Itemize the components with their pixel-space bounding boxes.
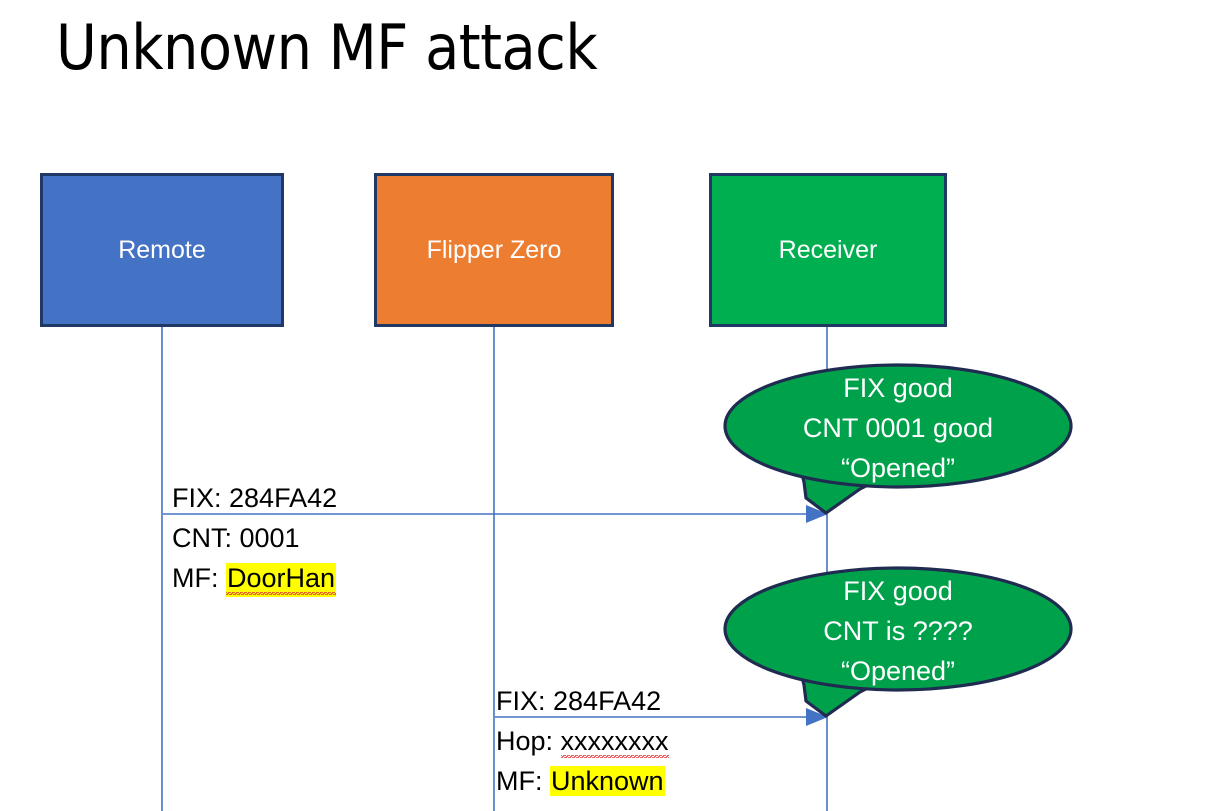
speech-bubble-1-body [723, 363, 1073, 489]
speech-bubble-2 [723, 566, 1073, 718]
message-1-line-2: CNT: 0001 [172, 518, 337, 558]
message-labels-flipper-to-receiver: FIX: 284FA42 Hop: xxxxxxxx MF: Unknown [496, 681, 669, 801]
actor-label-flipper: Flipper Zero [426, 236, 562, 264]
actor-label-receiver: Receiver [778, 236, 878, 264]
message-2-line-2-label: Hop: [496, 726, 561, 756]
message-1-line-3-label: MF: [172, 563, 226, 593]
message-1-line-1: FIX: 284FA42 [172, 478, 337, 518]
message-2-line-3: MF: Unknown [496, 761, 669, 801]
message-1-line-1-label: FIX: [172, 483, 230, 513]
message-1-line-2-value: 0001 [239, 523, 300, 553]
message-1-line-3-value: DoorHan [226, 563, 337, 597]
message-1-line-3: MF: DoorHan [172, 558, 337, 598]
message-2-line-1-label: FIX: [496, 686, 554, 716]
message-1-line-2-label: CNT: [172, 523, 240, 553]
message-1-line-1-value: 284FA42 [229, 483, 338, 513]
message-2-line-2-value: xxxxxxxx [560, 726, 669, 760]
message-2-line-3-label: MF: [496, 766, 550, 796]
message-2-line-2: Hop: xxxxxxxx [496, 721, 669, 761]
speech-bubble-1 [723, 363, 1073, 515]
actor-box-flipper[interactable]: Flipper Zero [374, 173, 614, 327]
actor-label-remote: Remote [118, 236, 206, 264]
message-2-line-1-value: 284FA42 [553, 686, 662, 716]
message-arrowhead-2 [806, 708, 828, 726]
message-2-line-3-value: Unknown [550, 766, 665, 796]
speech-bubble-2-body [723, 566, 1073, 692]
message-arrowhead-1 [806, 505, 828, 523]
actor-box-receiver[interactable]: Receiver [709, 173, 947, 327]
actor-box-remote[interactable]: Remote [40, 173, 284, 327]
message-labels-remote-to-receiver: FIX: 284FA42 CNT: 0001 MF: DoorHan [172, 478, 337, 598]
page-title: Unknown MF attack [56, 11, 598, 84]
message-2-line-1: FIX: 284FA42 [496, 681, 669, 721]
